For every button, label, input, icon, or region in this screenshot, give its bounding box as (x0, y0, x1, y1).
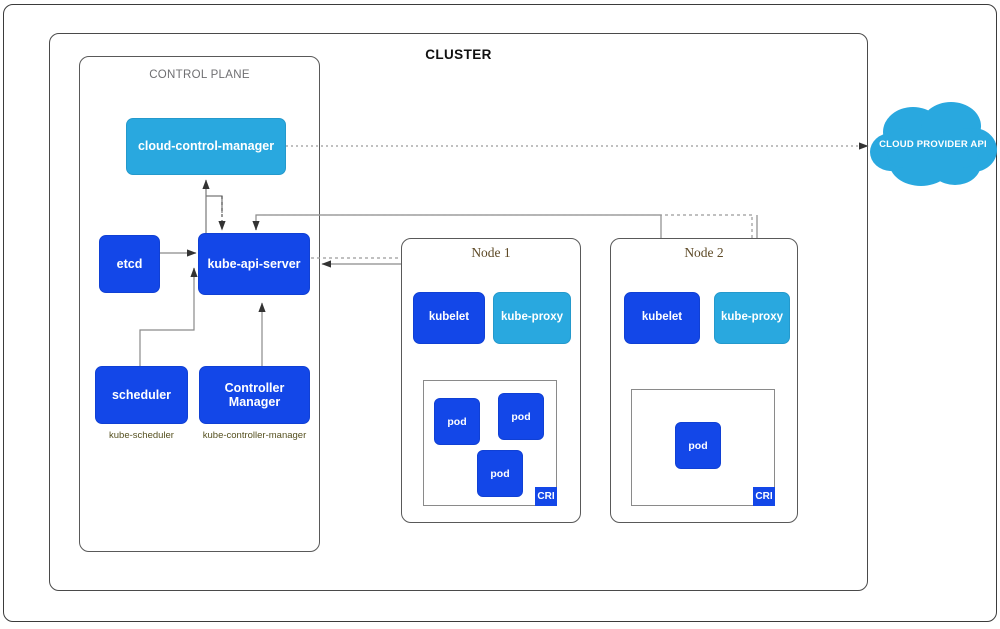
node-1-kube-proxy[interactable]: kube-proxy (493, 292, 571, 344)
controller-manager-sublabel: kube-controller-manager (202, 430, 307, 441)
cloud-shape (870, 102, 997, 186)
cloud-provider-api[interactable]: CLOUD PROVIDER API (869, 98, 997, 192)
node-2-cri-badge: CRI (753, 487, 775, 506)
cloud-provider-api-label: CLOUD PROVIDER API (879, 139, 987, 150)
scheduler-sublabel: kube-scheduler (109, 430, 174, 441)
component-controller-manager[interactable]: Controller Manager (199, 366, 310, 424)
node-2-pod-1[interactable]: pod (675, 422, 721, 469)
node-1-kubelet[interactable]: kubelet (413, 292, 485, 344)
node-1-pod-2[interactable]: pod (498, 393, 544, 440)
component-kube-api-server[interactable]: kube-api-server (198, 233, 310, 295)
control-plane-label: CONTROL PLANE (149, 69, 250, 81)
node-1-pod-3[interactable]: pod (477, 450, 523, 497)
node-1-title: Node 1 (471, 245, 511, 260)
component-etcd[interactable]: etcd (99, 235, 160, 293)
component-cloud-control-manager[interactable]: cloud-control-manager (126, 118, 286, 175)
node-2-kube-proxy[interactable]: kube-proxy (714, 292, 790, 344)
node-1-pod-1[interactable]: pod (434, 398, 480, 445)
node-2-kubelet[interactable]: kubelet (624, 292, 700, 344)
cluster-title: CLUSTER (425, 47, 492, 62)
node-2-title: Node 2 (684, 245, 724, 260)
node-1-cri-badge: CRI (535, 487, 557, 506)
component-scheduler[interactable]: scheduler (95, 366, 188, 424)
